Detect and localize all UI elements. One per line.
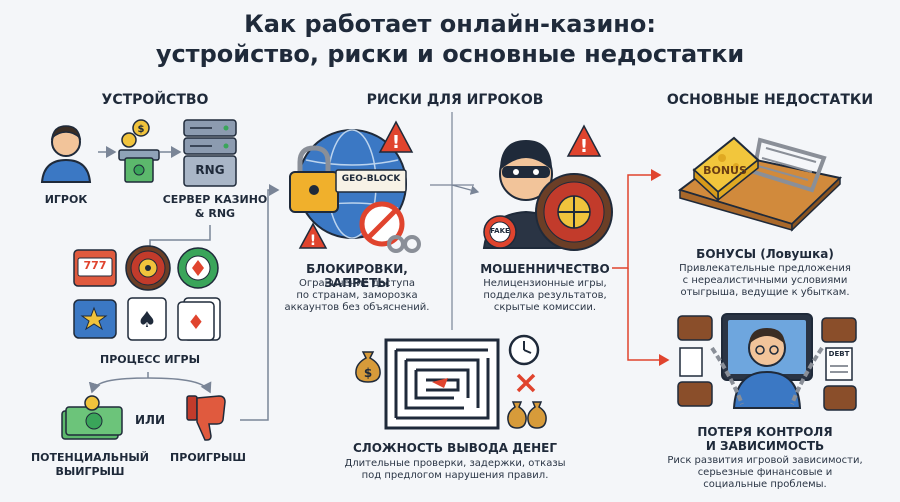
bonus-desc-line3: отыгрыша, ведущие к убыткам. [680, 287, 850, 298]
bonus-sign: BONUS [703, 164, 747, 177]
money-bag-icon: $ [355, 351, 381, 383]
money-stack-icon [61, 395, 123, 440]
svg-text:♦: ♦ [187, 310, 205, 334]
lottery-card-icon [73, 299, 117, 339]
loss-label: ПРОИГРЫШ [170, 451, 246, 464]
cross-icon [516, 373, 536, 393]
control-desc-line1: Риск развития игровой зависимости, [667, 455, 863, 466]
slot-sevens: 777 [83, 259, 107, 272]
svg-text:!: ! [310, 233, 316, 249]
fraud-desc-line3: скрытые комиссии. [493, 302, 597, 313]
section-device-header: УСТРОЙСТВО [101, 92, 209, 108]
fraud-desc-line2: подделка результатов, [483, 290, 607, 301]
thumbs-down-icon [186, 395, 226, 441]
or-label: ИЛИ [134, 413, 166, 427]
fake-chip-label: FAKE [490, 227, 510, 235]
player-label: ИГРОК [44, 193, 88, 206]
control-desc-line2: серьезные финансовые и [697, 467, 833, 478]
poker-chip-icon [177, 247, 219, 289]
svg-text:$: $ [364, 366, 372, 380]
playing-card-diamonds-icon: ♦ [177, 297, 221, 341]
win-label-line1: ПОТЕНЦИАЛЬНЫЙ [30, 451, 150, 464]
page-title-line2: устройство, риски и основные недостатки [155, 40, 745, 68]
warning-icon-fraud: ! [566, 124, 602, 157]
playing-card-spades-icon: ♠ [127, 297, 167, 341]
svg-text:♠: ♠ [137, 308, 157, 333]
fraudster-icon [482, 140, 613, 251]
slot-machine-icon [73, 249, 117, 287]
fraud-title: МОШЕННИЧЕСТВО [480, 262, 610, 276]
withdraw-desc-line1: Длительные проверки, задержки, отказы [344, 458, 566, 469]
win-label-line2: ВЫИГРЫШ [55, 465, 125, 478]
control-title-line2: И ЗАВИСИМОСТЬ [705, 439, 825, 453]
player-icon [40, 125, 92, 183]
money-deposit-icon: $ [118, 119, 160, 183]
money-bags-icon [507, 401, 547, 429]
rng-label: RNG [195, 163, 225, 177]
bonus-title: БОНУСЫ (Ловушка) [696, 247, 834, 261]
fraud-desc-line1: Нелицензионные игры, [483, 278, 607, 289]
server-label-line2: & RNG [194, 207, 236, 220]
bonus-desc-line2: с нереалистичными условиями [682, 275, 848, 286]
section-drawbacks-header: ОСНОВНЫЕ НЕДОСТАТКИ [666, 92, 874, 108]
globe-lock-icon [289, 129, 421, 253]
mousetrap-icon [677, 136, 843, 232]
page-title-line1: Как работает онлайн-казино: [244, 10, 656, 38]
block-desc-line3: аккаунтов без объяснений. [284, 302, 430, 313]
casino-server-icon [183, 119, 237, 187]
svg-text:$: $ [138, 124, 145, 135]
block-title: БЛОКИРОВКИ, ЗАПРЕТЫ [306, 262, 408, 290]
withdraw-title: СЛОЖНОСТЬ ВЫВОДА ДЕНЕГ [352, 441, 558, 455]
svg-text:!: ! [580, 136, 588, 157]
clock-icon [508, 334, 540, 366]
warning-icon-small: ! [298, 222, 328, 249]
debt-doc-label: DEBT [828, 350, 850, 358]
withdraw-desc-line2: под предлогом нарушения правил. [361, 470, 549, 481]
process-label: ПРОЦЕСС ИГРЫ [100, 353, 200, 366]
warning-icon: ! [378, 120, 414, 153]
section-risks-header: РИСКИ ДЛЯ ИГРОКОВ [366, 92, 544, 108]
addiction-icon [677, 313, 857, 411]
roulette-icon [125, 245, 171, 291]
maze-icon [384, 338, 500, 430]
block-desc-line2: по странам, заморозка [296, 290, 418, 301]
block-desc-line1: Ограничение доступа [298, 278, 415, 289]
server-label-line1: СЕРВЕР КАЗИНО [162, 193, 268, 206]
bonus-desc-line1: Привлекательные предложения [679, 263, 851, 274]
control-desc-line3: социальные проблемы. [703, 479, 827, 490]
svg-text:!: ! [392, 132, 400, 153]
control-title-line1: ПОТЕРЯ КОНТРОЛЯ [697, 425, 833, 439]
geo-block-sign: GEO-BLOCK [341, 174, 401, 184]
